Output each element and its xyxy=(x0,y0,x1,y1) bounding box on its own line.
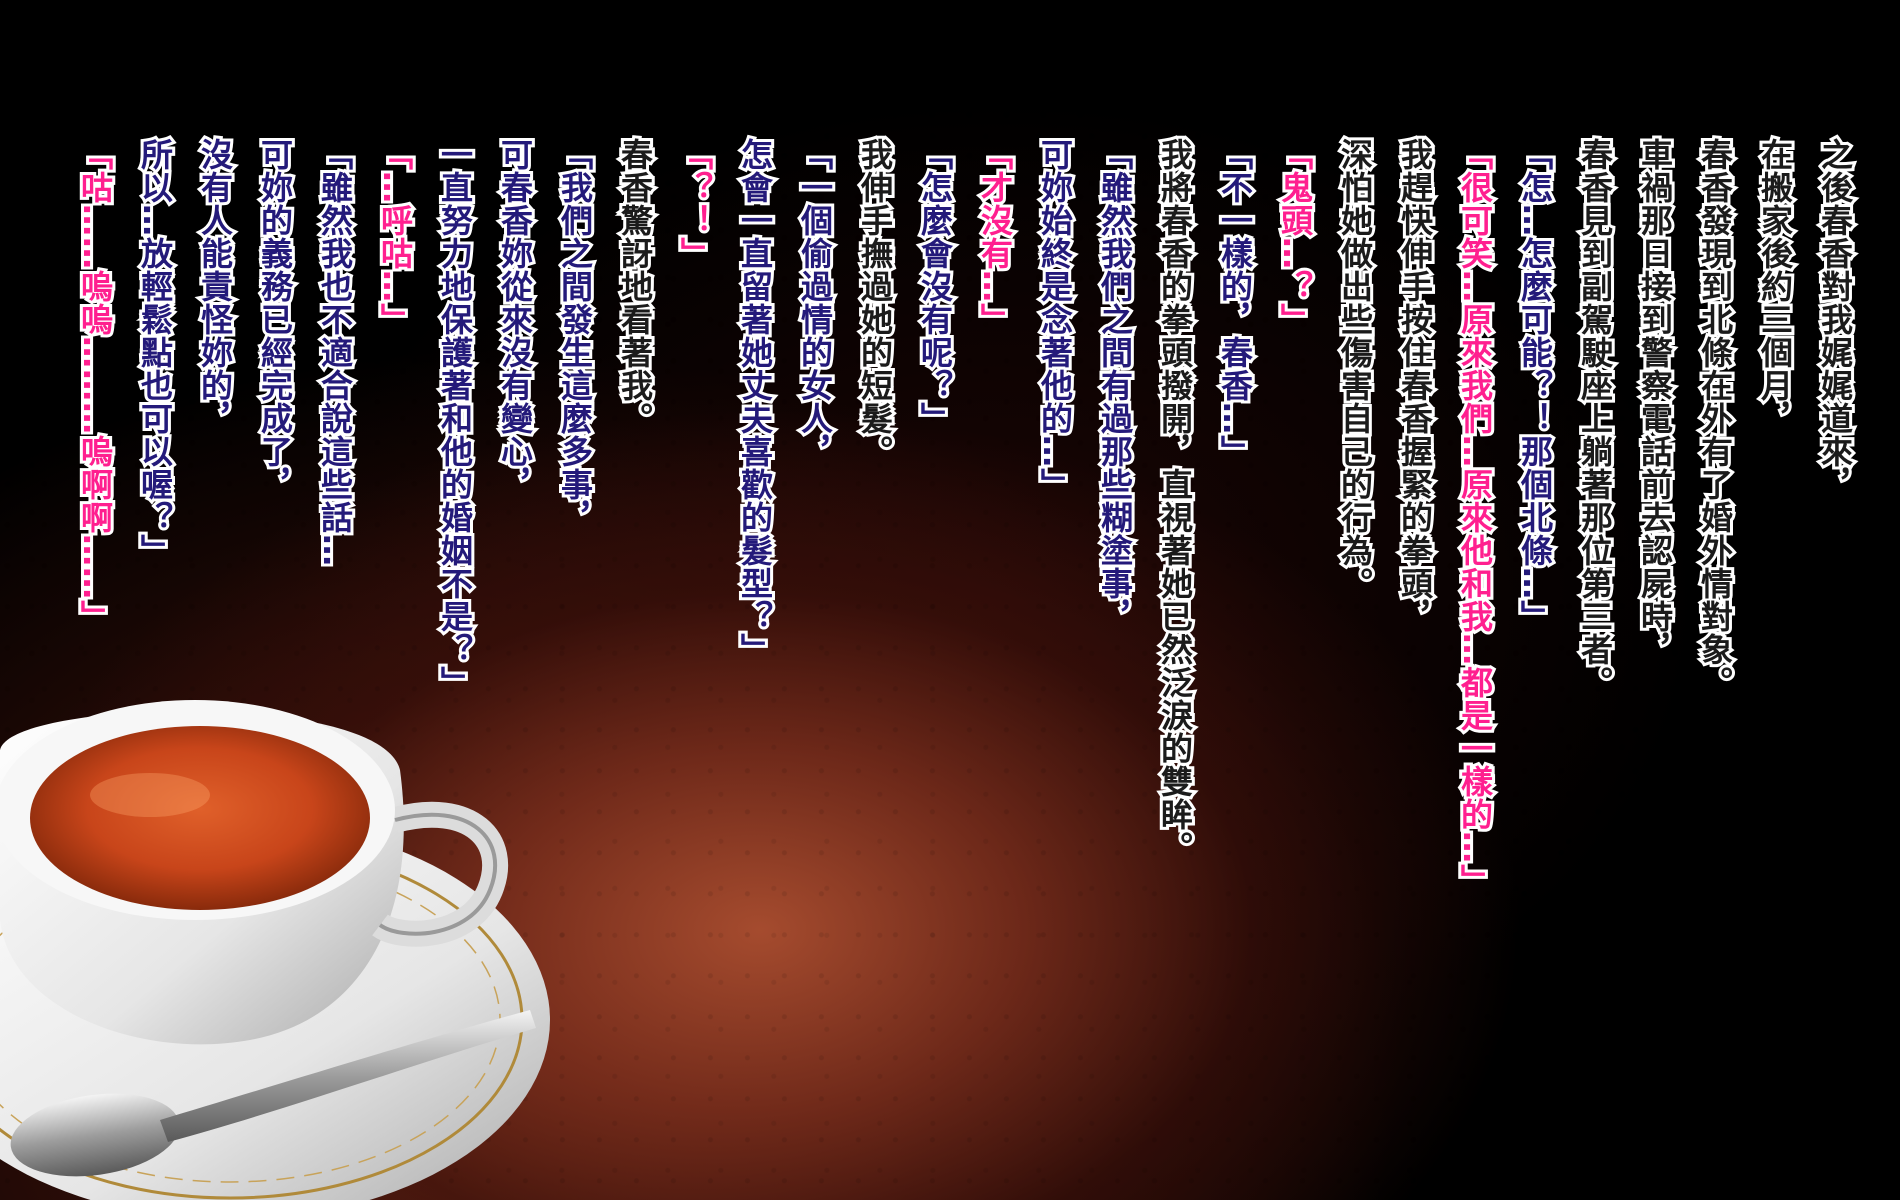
text-col-27: 可妳的義務已經完成了， xyxy=(253,135,297,504)
text-col-07: 「很可笑…原來我們…原來他和我…都是一樣的…」 xyxy=(1453,135,1497,900)
text-col-12: 我將春香的拳頭撥開，直視著她已然泛淚的雙眸。 xyxy=(1153,135,1197,867)
text-col-16: 「怎麼會沒有呢？」 xyxy=(913,135,957,438)
text-col-08: 我趕快伸手按住春香握緊的拳頭， xyxy=(1393,135,1437,636)
text-col-19: 怎會一直留著她丈夫喜歡的髮型？」 xyxy=(733,135,777,669)
text-col-03: 春香發現到北條在外有了婚外情對象。 xyxy=(1693,135,1737,702)
text-col-29: 所以…放輕鬆點也可以喔？」 xyxy=(133,135,177,570)
spoon-bowl xyxy=(10,1093,180,1177)
tea-surface xyxy=(30,726,370,910)
text-col-24: 一直努力地保護著和他的婚姻不是？」 xyxy=(433,135,477,702)
text-col-09: 深怕她做出些傷害自己的行為。 xyxy=(1333,135,1377,603)
text-col-25: 「…呼咕…」 xyxy=(373,135,417,339)
text-col-21: 春香驚訝地看著我。 xyxy=(613,135,657,438)
text-col-18: 「一個偷過情的女人， xyxy=(793,135,837,471)
text-col-10: 「鬼頭…？」 xyxy=(1273,135,1317,339)
spoon-handle xyxy=(160,1010,536,1142)
text-col-05: 春香見到副駕駛座上躺著那位第三者。 xyxy=(1573,135,1617,702)
text-col-02: 在搬家後約三個月， xyxy=(1753,135,1797,438)
text-col-15: 「才沒有…」 xyxy=(973,135,1017,339)
text-col-22: 「我們之間發生這麼多事， xyxy=(553,135,597,537)
text-col-11: 「不一樣的，春香…」 xyxy=(1213,135,1257,471)
text-col-14: 可妳始終是念著他的…」 xyxy=(1033,135,1077,504)
text-col-28: 沒有人能責怪妳的， xyxy=(193,135,237,438)
teacup-illustration xyxy=(0,700,550,1200)
text-col-30: 「咕……嗚嗚………嗚啊啊……」 xyxy=(73,135,117,636)
text-col-20: 「？！」 xyxy=(673,135,717,273)
text-col-13: 「雖然我們之間有過那些糊塗事， xyxy=(1093,135,1137,636)
text-col-04: 車禍那日接到警察電話前去認屍時， xyxy=(1633,135,1677,669)
text-col-26: 「雖然我也不適合說這些話… xyxy=(313,135,357,570)
text-col-17: 我伸手撫過她的短髮。 xyxy=(853,135,897,471)
text-col-01: 之後春香對我娓娓道來， xyxy=(1813,135,1857,504)
text-col-06: 「怎…怎麼可能？！那個北條…」 xyxy=(1513,135,1557,636)
text-col-23: 可春香妳從來沒有變心， xyxy=(493,135,537,504)
